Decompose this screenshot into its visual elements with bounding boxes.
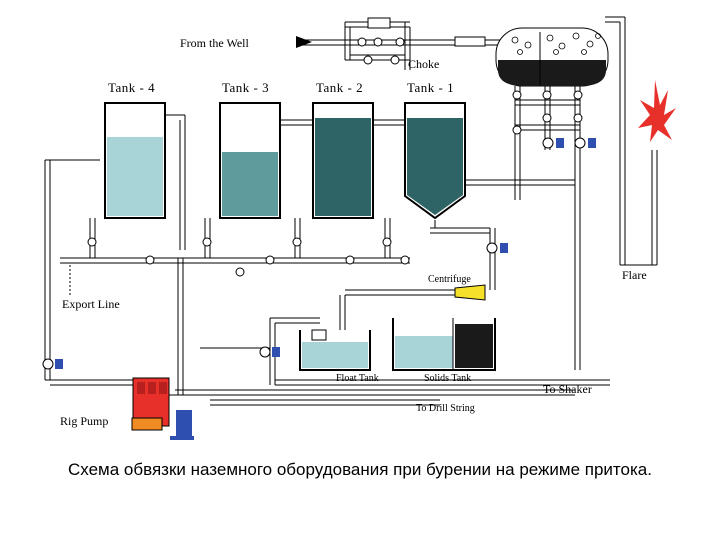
drill-string-line xyxy=(45,379,575,406)
solids-tank xyxy=(392,318,496,371)
solids-tank-label: Solids Tank xyxy=(424,373,472,384)
tank-4-label: Tank - 4 xyxy=(108,80,156,95)
flare-label: Flare xyxy=(622,268,647,282)
centrifuge-nozzle xyxy=(454,284,486,301)
from-well-label: From the Well xyxy=(180,36,249,50)
tank-interconnect-lines xyxy=(165,114,575,290)
suction-valves xyxy=(87,237,410,277)
tank-4 xyxy=(104,102,166,219)
flame-icon xyxy=(638,80,676,142)
rig-pump xyxy=(131,377,194,440)
centrifuge-line xyxy=(339,289,460,330)
centrifuge-pump-icon xyxy=(486,242,508,254)
rig-pump-label: Rig Pump xyxy=(60,414,109,428)
transfer-pump-icon xyxy=(542,137,596,149)
tank-3 xyxy=(219,102,281,219)
inlet-arrow-icon xyxy=(296,36,312,48)
choke-label: Choke xyxy=(408,57,440,71)
float-pump-icon xyxy=(259,346,280,358)
export-line-label: Export Line xyxy=(62,297,120,311)
to-shaker-label: To Shaker xyxy=(543,382,592,396)
float-tank-label: Float Tank xyxy=(336,373,379,384)
centrifuge-label: Centrifuge xyxy=(428,274,471,285)
separator-vessel xyxy=(495,27,609,87)
tank-1 xyxy=(404,102,466,220)
choke-manifold xyxy=(357,17,486,65)
tank-2-label: Tank - 2 xyxy=(316,80,364,95)
flare-line xyxy=(605,16,658,266)
to-drill-string-label: To Drill String xyxy=(416,403,475,414)
separator-valves xyxy=(512,90,583,135)
export-pump-icon xyxy=(42,358,63,370)
float-tank xyxy=(299,329,371,371)
float-tank-lines xyxy=(200,317,610,386)
tank-1-label: Tank - 1 xyxy=(407,80,455,95)
tank-2 xyxy=(312,102,374,219)
separator-outlet-lines xyxy=(514,86,581,370)
figure-caption: Схема обвязки наземного оборудования при… xyxy=(68,460,652,479)
tank-3-label: Tank - 3 xyxy=(222,80,270,95)
